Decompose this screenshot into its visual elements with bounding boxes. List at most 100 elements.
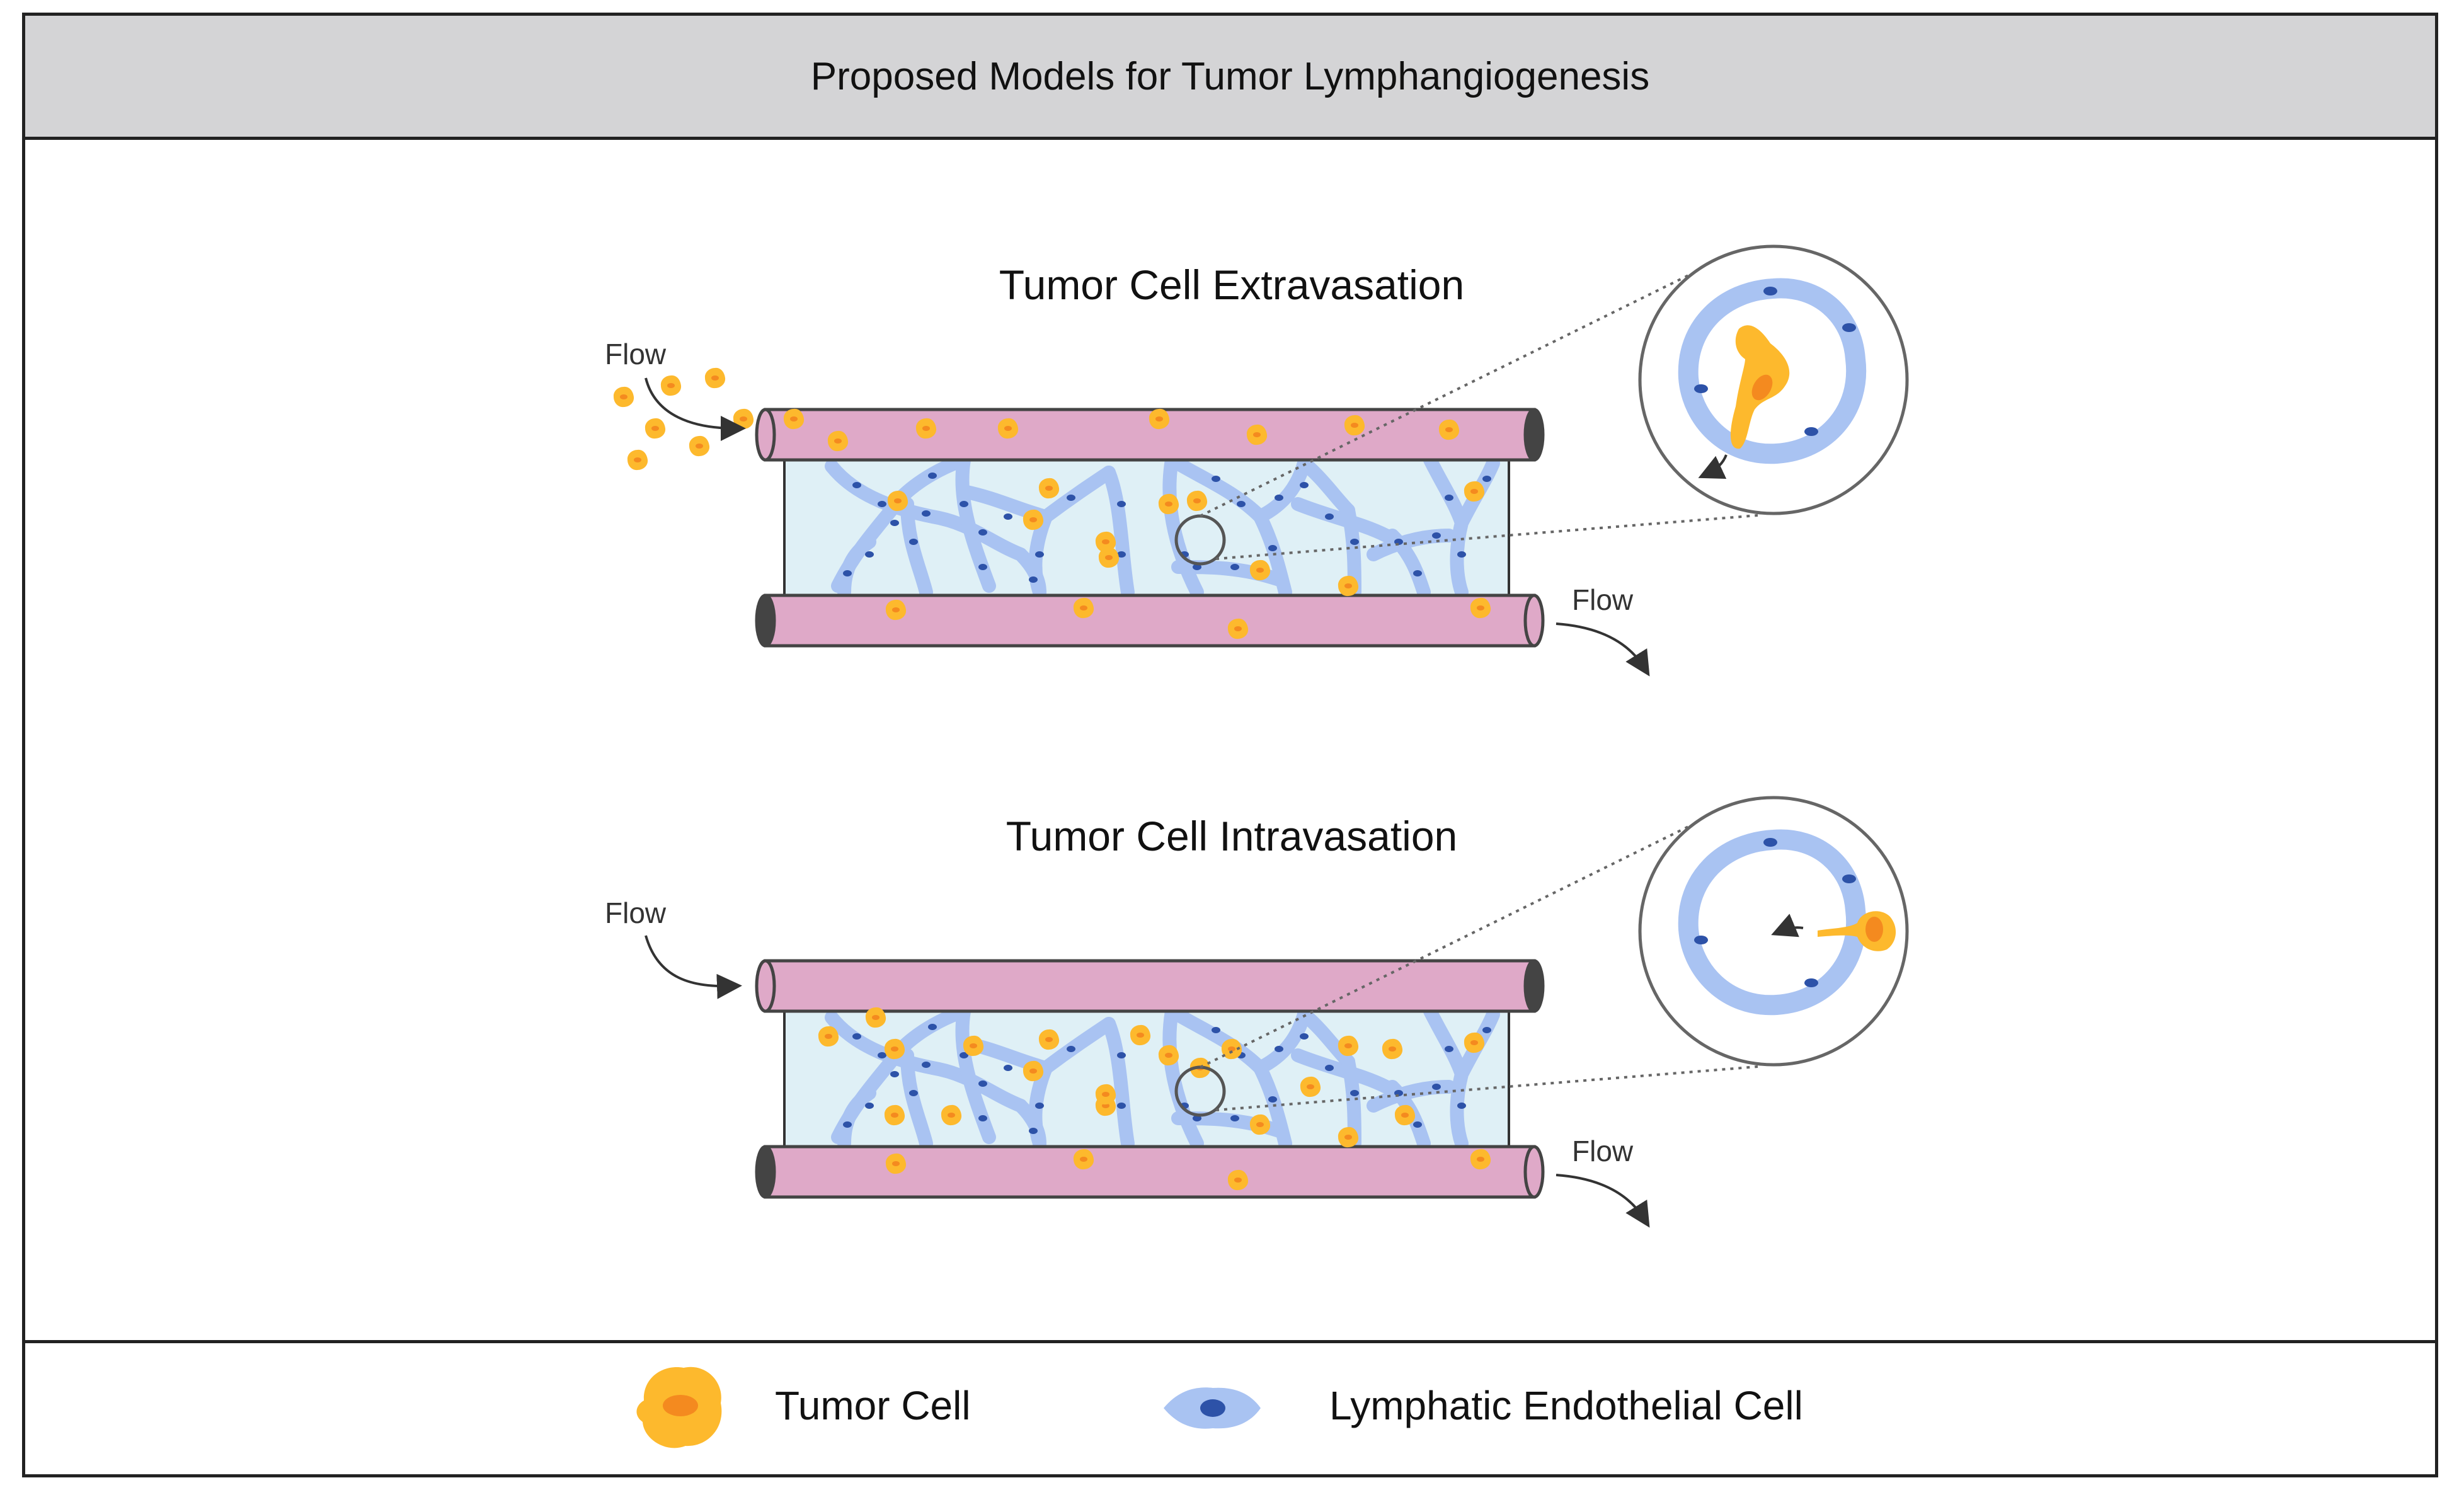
tumor-cell-outside xyxy=(613,386,634,408)
tumor-cell xyxy=(997,418,1019,439)
lymphatic-cell-nucleus xyxy=(1117,1052,1126,1058)
lymphatic-vessel xyxy=(1014,547,1046,599)
tumor-cell-outside xyxy=(733,408,754,430)
lymphatic-cell-nucleus xyxy=(1230,1115,1239,1121)
lymphatic-cell-nucleus xyxy=(909,1090,918,1096)
tumor-cell xyxy=(1227,1169,1249,1191)
lymphatic-cell-nucleus xyxy=(960,1052,968,1058)
zoom-connector xyxy=(1200,822,1695,1069)
lymphatic-cell-nucleus xyxy=(1117,501,1126,507)
lymphatic-cell-nucleus xyxy=(1268,1096,1277,1103)
lymphatic-cell-nucleus xyxy=(1230,564,1239,570)
tumor-cell xyxy=(887,490,908,512)
lymphatic-cell-nucleus xyxy=(1004,1065,1012,1071)
lymphatic-cell-nucleus xyxy=(1445,495,1453,501)
tumor-cell xyxy=(1470,597,1491,619)
lymphatic-cell-nucleus xyxy=(865,1103,874,1109)
tumor-cell xyxy=(915,418,937,439)
tumor-cell xyxy=(1394,1104,1416,1126)
lymphatic-vessel xyxy=(1014,1099,1046,1150)
header-bar: Proposed Models for Tumor Lymphangiogene… xyxy=(25,16,2435,140)
lymphatic-cell-nucleus xyxy=(1482,476,1491,482)
flow-out-label: Flow xyxy=(1572,583,1634,616)
zoom-inset xyxy=(1638,796,1909,1067)
lymphatic-cell-nucleus xyxy=(1029,576,1038,583)
lymphatic-cell-nucleus xyxy=(960,501,968,507)
lymphatic-cell-nucleus xyxy=(1117,1103,1126,1109)
legend-tumor-cell-label: Tumor Cell xyxy=(775,1383,971,1428)
lymphatic-cell-nucleus xyxy=(922,510,931,517)
tumor-cell-outside xyxy=(689,435,710,457)
tumor-cell xyxy=(1382,1038,1403,1060)
lymphatic-cell-nucleus xyxy=(1035,1103,1044,1109)
lymphatic-vessel xyxy=(837,1086,876,1150)
flow-out-arrow xyxy=(1556,622,1650,677)
lymphatic-vessel xyxy=(825,459,1028,561)
lymphatic-cell-nucleus xyxy=(1268,545,1277,551)
tumor-cell xyxy=(1249,1114,1271,1135)
lymphatic-cell-nucleus xyxy=(843,570,852,576)
lymphatic-cell-nucleus xyxy=(1300,482,1309,488)
tumor-cell xyxy=(1073,1149,1094,1170)
tumor-cell xyxy=(1344,415,1365,436)
tumor-cell xyxy=(1158,493,1179,515)
lymphatic-cell-nucleus xyxy=(1350,1090,1359,1096)
lymphatic-vessel xyxy=(900,497,933,599)
lymphatic-cell-nucleus xyxy=(1445,1046,1453,1052)
lymphatic-cell-nucleus xyxy=(1067,1046,1075,1052)
zoom-connector xyxy=(1215,1065,1758,1111)
tumor-cell-outside xyxy=(645,418,666,439)
tumor-cell xyxy=(1023,1060,1044,1082)
top-vessel xyxy=(755,959,1545,1013)
flow-in-arrow xyxy=(645,935,742,999)
lymphatic-cell-nucleus xyxy=(878,1052,886,1058)
lymphatic-vessel xyxy=(1039,466,1116,524)
tumor-cell xyxy=(827,430,849,452)
lymphatic-cell-nucleus xyxy=(1432,532,1441,539)
flow-in-label: Flow xyxy=(605,338,667,370)
lymphatic-cell-nucleus xyxy=(978,529,987,536)
legend-lymphatic-cell-label: Lymphatic Endothelial Cell xyxy=(1329,1383,1803,1428)
lymphatic-cell-nucleus xyxy=(922,1062,931,1068)
lymphatic-cell-nucleus xyxy=(1035,551,1044,558)
lymphatic-cell-nucleus xyxy=(1482,1027,1491,1033)
lymphatic-cell-nucleus xyxy=(1212,1027,1220,1033)
lymphatic-cell-nucleus xyxy=(928,1024,937,1030)
tumor-cell-outside xyxy=(660,375,682,396)
flow-out-label: Flow xyxy=(1572,1135,1634,1167)
tumor-cell xyxy=(885,1153,907,1174)
lymphatic-cell-nucleus xyxy=(1432,1084,1441,1090)
tumor-cell xyxy=(1464,481,1485,502)
lymphatic-cell-nucleus xyxy=(852,1033,861,1040)
lymphatic-cell-nucleus xyxy=(1193,564,1201,570)
tumor-cell xyxy=(885,599,907,621)
tumor-cell-outside xyxy=(627,449,648,471)
lymphatic-cell-nucleus xyxy=(1413,1121,1422,1128)
lymphatic-cell-nucleus xyxy=(928,473,937,479)
tumor-cell xyxy=(1470,1149,1491,1170)
lymphatic-vessel xyxy=(1102,466,1135,599)
lymphatic-cell-nucleus xyxy=(1325,513,1334,520)
lymphatic-cell-nucleus xyxy=(1325,1065,1334,1071)
tumor-cell xyxy=(865,1007,886,1028)
tumor-cell xyxy=(1038,1029,1060,1050)
lymphatic-cell-nucleus xyxy=(909,539,918,545)
lymphatic-vessel xyxy=(1165,453,1267,524)
tumor-cell xyxy=(884,1104,905,1126)
lymphatic-vessel xyxy=(837,535,876,599)
flow-in-label: Flow xyxy=(605,897,667,929)
tumor-cell xyxy=(1130,1024,1151,1046)
lymphatic-cell-nucleus xyxy=(1067,495,1075,501)
tumor-cell xyxy=(1227,618,1249,639)
lymphatic-cell-nucleus xyxy=(843,1121,852,1128)
lymphatic-vessel xyxy=(825,1011,1028,1113)
lymphatic-cell-nucleus xyxy=(978,1115,987,1121)
tumor-cell-outside xyxy=(704,367,726,389)
lymphatic-cell-nucleus xyxy=(1004,513,1012,520)
tumor-cell xyxy=(1073,597,1094,619)
lymphatic-vessel xyxy=(1450,516,1469,599)
tumor-cell xyxy=(1158,1045,1179,1066)
zoom-connector xyxy=(1215,514,1758,560)
tumor-cell xyxy=(1338,1035,1359,1057)
